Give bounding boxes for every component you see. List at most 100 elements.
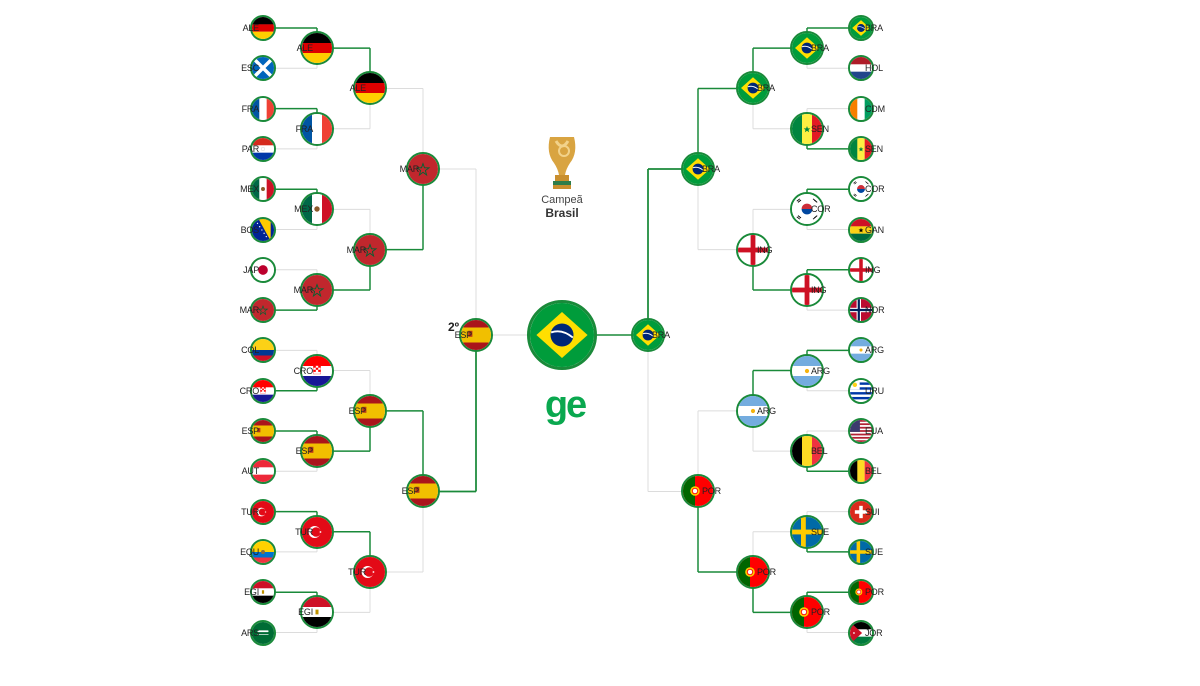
england-flag-icon[interactable] <box>790 272 824 307</box>
austria-flag-icon[interactable] <box>250 458 276 485</box>
saudi-arabia-flag-icon[interactable] <box>250 619 276 646</box>
team-code-label: MAR <box>239 305 260 316</box>
team-code-label: CRO <box>239 385 260 396</box>
morocco-flag-icon[interactable] <box>250 297 276 324</box>
england-flag-icon[interactable] <box>848 256 874 283</box>
spain-flag-icon[interactable] <box>250 418 276 444</box>
brazil-flag-icon[interactable] <box>681 152 715 187</box>
senegal-flag-icon[interactable] <box>848 135 874 162</box>
team-code-label: ARS <box>241 627 259 638</box>
south-korea-flag-icon[interactable] <box>848 176 874 203</box>
spain-flag-icon[interactable] <box>406 474 440 509</box>
spain-flag-icon[interactable] <box>300 434 334 469</box>
turkey-flag-icon[interactable] <box>250 498 276 525</box>
brazil-flag-icon[interactable] <box>790 31 824 66</box>
team-code-label: SUI <box>865 506 880 517</box>
portugal-flag-icon[interactable] <box>681 474 715 509</box>
turkey-flag-icon[interactable] <box>353 555 387 590</box>
usa-flag-icon[interactable] <box>848 418 874 444</box>
team-code-label: BOS <box>240 224 260 235</box>
switzerland-flag-icon[interactable] <box>848 498 874 525</box>
ivory-coast-flag-icon[interactable] <box>848 95 874 122</box>
bosnia-flag-icon[interactable] <box>250 216 276 243</box>
uruguay-flag-icon[interactable] <box>848 377 874 404</box>
runner-up-rank: 2º <box>448 320 460 334</box>
team-code-label: BRA <box>702 164 720 175</box>
belgium-flag-icon[interactable] <box>848 458 874 485</box>
norway-flag-icon[interactable] <box>848 297 874 324</box>
germany-flag-icon[interactable] <box>353 71 387 106</box>
spain-flag-icon[interactable] <box>353 393 387 428</box>
team-code-label: EGI <box>298 607 313 618</box>
team-code-label: JOR <box>865 627 883 638</box>
team-code-label: BRA <box>757 83 775 94</box>
team-code-label: BRA <box>811 43 829 54</box>
france-flag-icon[interactable] <box>300 111 334 146</box>
team-code-label: TUR <box>241 506 259 517</box>
england-flag-icon[interactable] <box>736 232 770 267</box>
team-code-label: ESP <box>241 426 260 436</box>
jordan-flag-icon[interactable] <box>848 619 874 646</box>
south-korea-flag-icon[interactable] <box>790 192 824 227</box>
brazil-flag-icon[interactable] <box>736 71 770 106</box>
team-code-label: AUT <box>241 466 260 477</box>
team-code-label: CDM <box>865 103 885 114</box>
team-code-label: BEL <box>811 446 828 457</box>
team-code-label: COR <box>811 204 831 215</box>
ge-logo: ge <box>544 384 587 426</box>
team-code-label: EQU <box>240 546 259 557</box>
team-code-label: ING <box>811 284 827 295</box>
team-code-label: TUR <box>295 526 313 537</box>
argentina-flag-icon[interactable] <box>848 337 874 364</box>
argentina-flag-icon[interactable] <box>736 393 770 428</box>
champion-name: Brasil <box>545 206 579 220</box>
team-code-label: ESC <box>241 63 259 74</box>
team-code-label: MAR <box>399 164 420 175</box>
team-code-label: FRA <box>295 123 314 134</box>
germany-flag-icon[interactable] <box>300 31 334 66</box>
argentina-flag-icon[interactable] <box>790 353 824 388</box>
japan-flag-icon[interactable] <box>250 256 276 283</box>
team-code-label: EUA <box>865 426 883 436</box>
portugal-flag-icon[interactable] <box>790 595 824 630</box>
brazil-flag-icon[interactable] <box>848 15 874 41</box>
ghana-flag-icon[interactable] <box>848 216 874 243</box>
team-code-label: TUR <box>348 567 366 578</box>
senegal-flag-icon[interactable] <box>790 111 824 146</box>
egypt-flag-icon[interactable] <box>250 579 276 606</box>
sweden-flag-icon[interactable] <box>790 514 824 549</box>
belgium-flag-icon[interactable] <box>790 434 824 469</box>
team-code-label: PAR <box>241 143 259 154</box>
turkey-flag-icon[interactable] <box>300 514 334 549</box>
egypt-flag-icon[interactable] <box>300 595 334 630</box>
team-code-label: BRA <box>865 23 883 33</box>
paraguay-flag-icon[interactable] <box>250 135 276 162</box>
brazil-flag-icon[interactable] <box>631 318 665 352</box>
mexico-flag-icon[interactable] <box>300 192 334 227</box>
champion-flag-icon[interactable] <box>527 300 597 370</box>
scotland-flag-icon[interactable] <box>250 55 276 82</box>
ecuador-flag-icon[interactable] <box>250 538 276 565</box>
team-code-label: ALE <box>349 83 367 94</box>
croatia-flag-icon[interactable] <box>250 377 276 404</box>
mexico-flag-icon[interactable] <box>250 176 276 203</box>
portugal-flag-icon[interactable] <box>736 555 770 590</box>
portugal-flag-icon[interactable] <box>848 579 874 606</box>
morocco-flag-icon[interactable] <box>406 152 440 187</box>
croatia-flag-icon[interactable] <box>300 353 334 388</box>
team-code-label: ESP <box>454 330 473 340</box>
team-code-label: JAP <box>243 264 259 275</box>
team-code-label: NOR <box>865 305 885 316</box>
team-code-label: ALE <box>296 43 314 54</box>
sweden-flag-icon[interactable] <box>848 538 874 565</box>
colombia-flag-icon[interactable] <box>250 337 276 364</box>
trophy-icon <box>542 133 582 193</box>
netherlands-flag-icon[interactable] <box>848 55 874 82</box>
team-code-label: HOL <box>865 63 883 74</box>
spain-flag-icon[interactable] <box>459 318 493 352</box>
france-flag-icon[interactable] <box>250 95 276 122</box>
germany-flag-icon[interactable] <box>250 15 276 41</box>
team-code-label: SEN <box>811 123 829 134</box>
morocco-flag-icon[interactable] <box>300 272 334 307</box>
morocco-flag-icon[interactable] <box>353 232 387 267</box>
